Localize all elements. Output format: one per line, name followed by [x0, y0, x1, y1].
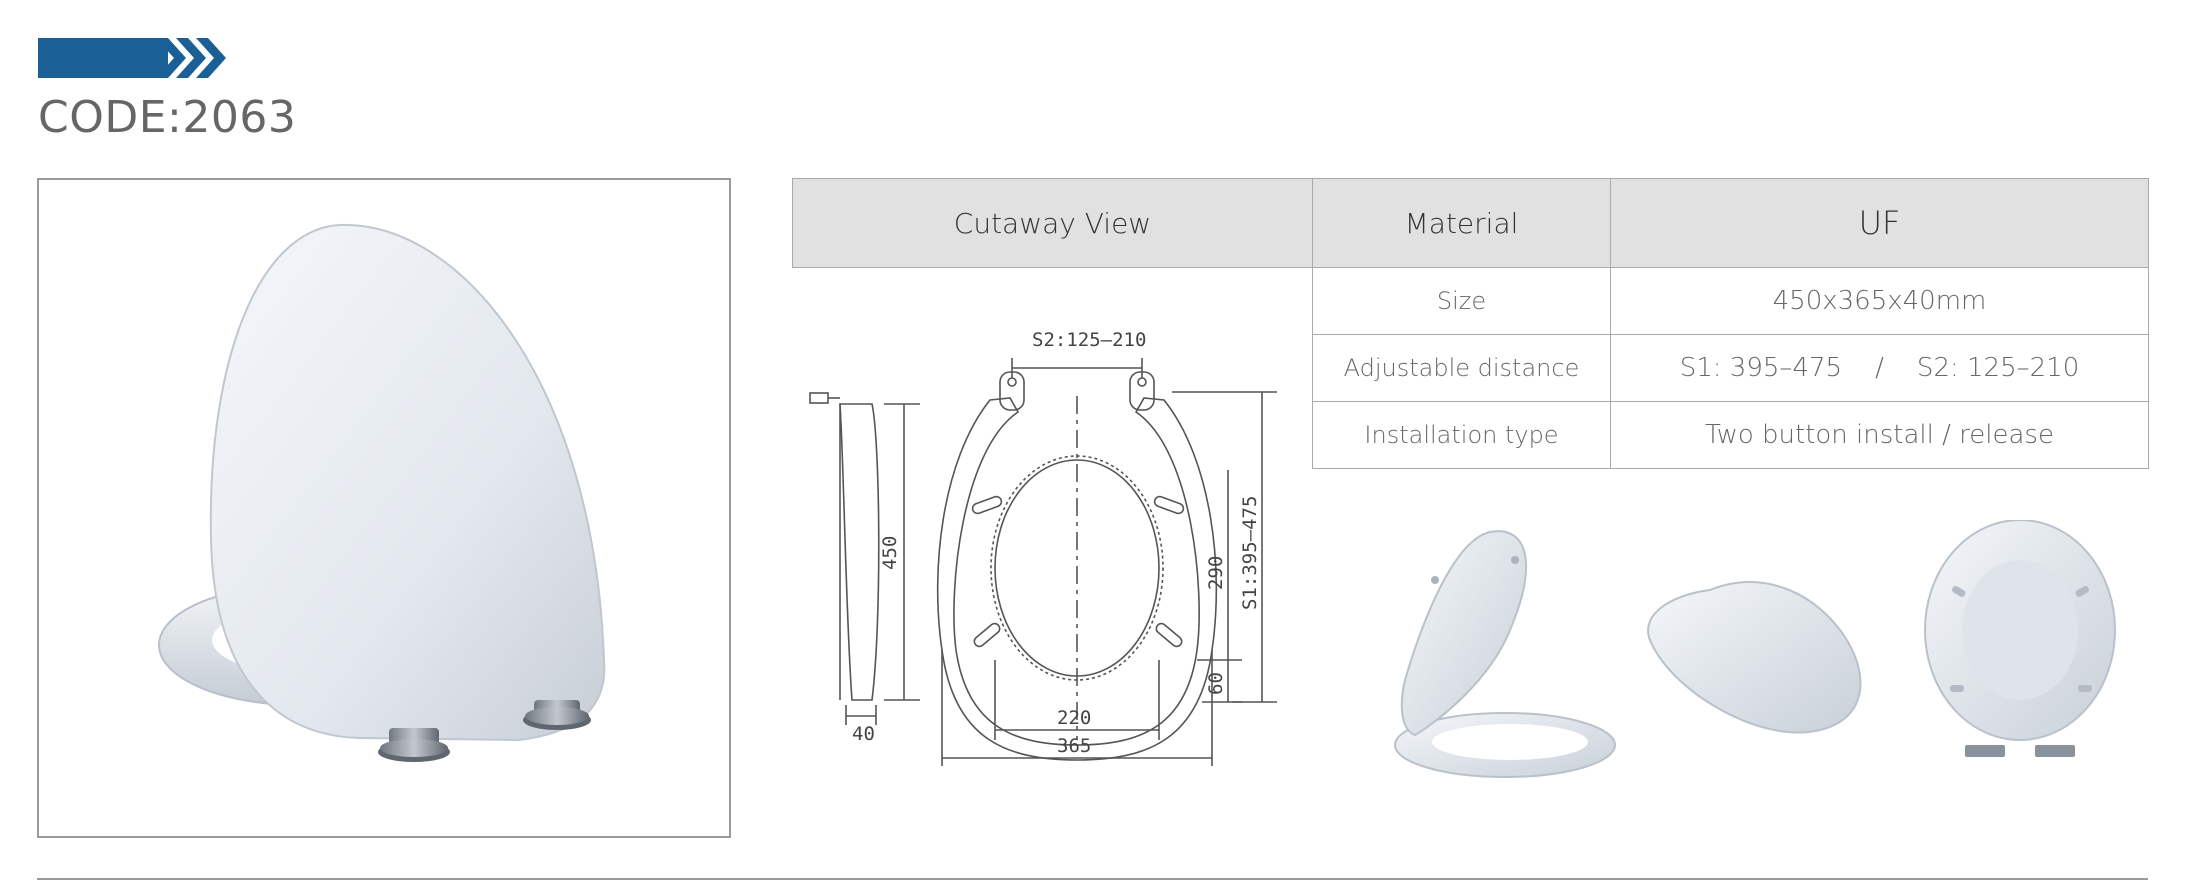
- dim-290: 290: [1205, 556, 1227, 590]
- adjustable-distance-value: S1: 395–475 / S2: 125–210: [1610, 334, 2149, 402]
- product-thumbnails: [1394, 520, 2116, 778]
- table-row: Installation type Two button install / r…: [793, 401, 2149, 469]
- dim-s1: S1:395–475: [1239, 496, 1261, 610]
- material-label: Material: [1312, 178, 1611, 268]
- adjustable-distance-label: Adjustable distance: [1312, 334, 1611, 402]
- dim-220: 220: [1057, 707, 1091, 729]
- double-chevron-icon: [38, 38, 226, 78]
- page-title: CODE:2063: [38, 92, 297, 143]
- size-label: Size: [1312, 267, 1611, 335]
- installation-type-label: Installation type: [1312, 401, 1611, 469]
- table-row: Size 450x365x40mm: [792, 267, 2149, 469]
- cutaway-drawing: S2:125–210 450 40 290 60 S1:395–475 220 …: [809, 329, 1277, 766]
- dim-40: 40: [852, 723, 875, 745]
- size-value: 450x365x40mm: [1610, 267, 2149, 335]
- spec-table: Cutaway View Material UF Size 450x365x40…: [792, 178, 2149, 469]
- material-value: UF: [1610, 178, 2149, 268]
- installation-type-value: Two button install / release: [1610, 401, 2149, 469]
- spec-header-row: Cutaway View Material UF: [792, 178, 2149, 268]
- thumb-closed-seat: [1647, 581, 1862, 734]
- dim-60: 60: [1205, 672, 1227, 695]
- table-row: Adjustable distance S1: 395–475 / S2: 12…: [793, 334, 2149, 402]
- bottom-divider: [37, 878, 2148, 880]
- product-photo: [37, 178, 731, 838]
- dim-365: 365: [1057, 735, 1091, 757]
- cutaway-header: Cutaway View: [792, 178, 1313, 268]
- dim-s2: S2:125–210: [1032, 329, 1146, 351]
- thumb-underside: [1924, 520, 2116, 757]
- thumb-open-seat: [1394, 530, 1616, 778]
- dim-450: 450: [879, 536, 901, 570]
